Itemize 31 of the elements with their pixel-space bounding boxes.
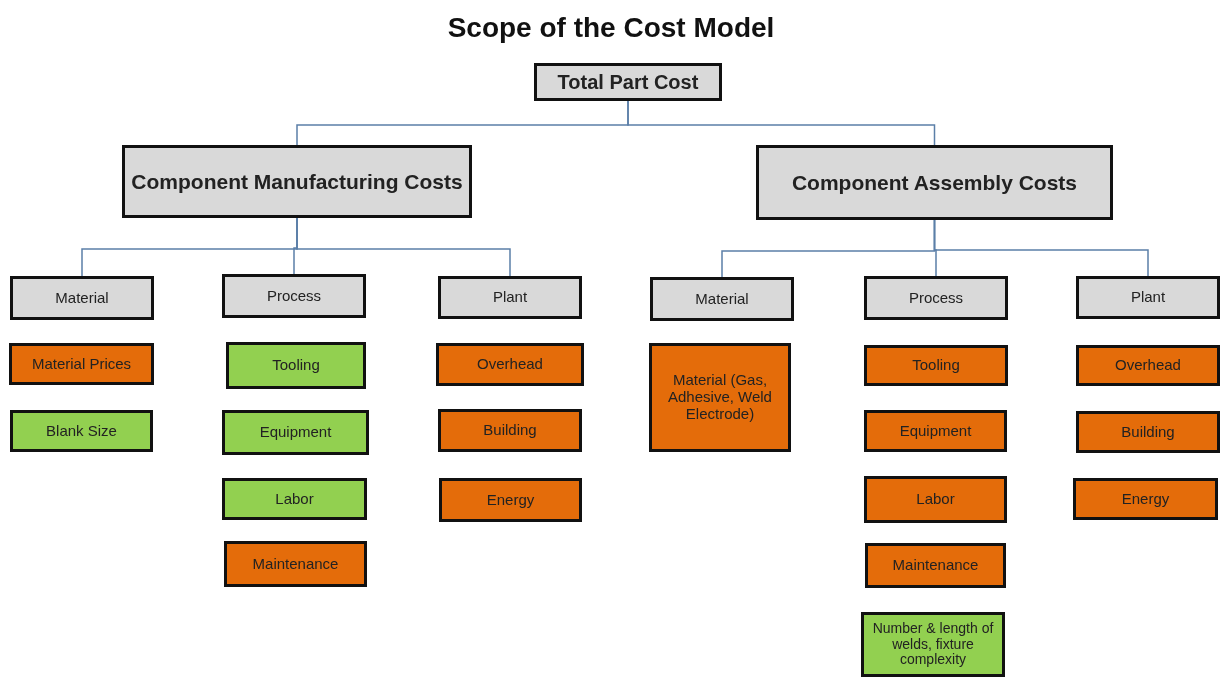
connector-line [296, 217, 511, 277]
subcategory-box: Plant [438, 276, 582, 319]
cost-item-box: Maintenance [865, 543, 1006, 588]
cost-item-box: Blank Size [10, 410, 153, 452]
cost-item-box: Building [1076, 411, 1220, 453]
cost-item-box: Overhead [1076, 345, 1220, 386]
connector-line [627, 100, 936, 146]
cost-item-box: Number & length of welds, fixture complexity [861, 612, 1005, 677]
cost-item-box: Labor [864, 476, 1007, 523]
diagram-title: Scope of the Cost Model [446, 12, 776, 44]
subcategory-box: Material [10, 276, 154, 320]
cost-item-box: Equipment [222, 410, 369, 455]
cost-item-box: Labor [222, 478, 367, 520]
cost-item-box: Tooling [226, 342, 366, 389]
subcategory-box: Material [650, 277, 794, 321]
cost-item-box: Material Prices [9, 343, 154, 385]
cost-item-box: Energy [439, 478, 582, 522]
cost-item-box: Equipment [864, 410, 1007, 452]
cost-item-box: Material (Gas, Adhesive, Weld Electrode) [649, 343, 791, 452]
cost-item-box: Energy [1073, 478, 1218, 520]
cost-item-box: Maintenance [224, 541, 367, 587]
cost-item-box: Overhead [436, 343, 584, 386]
cost-item-box: Tooling [864, 345, 1008, 386]
subcategory-box: Process [864, 276, 1008, 320]
subcategory-box: Plant [1076, 276, 1220, 319]
category-box: Total Part Cost [534, 63, 722, 101]
cost-item-box: Building [438, 409, 582, 452]
category-box: Component Manufacturing Costs [122, 145, 472, 218]
connector-line [933, 219, 1149, 277]
subcategory-box: Process [222, 274, 366, 318]
category-box: Component Assembly Costs [756, 145, 1113, 220]
